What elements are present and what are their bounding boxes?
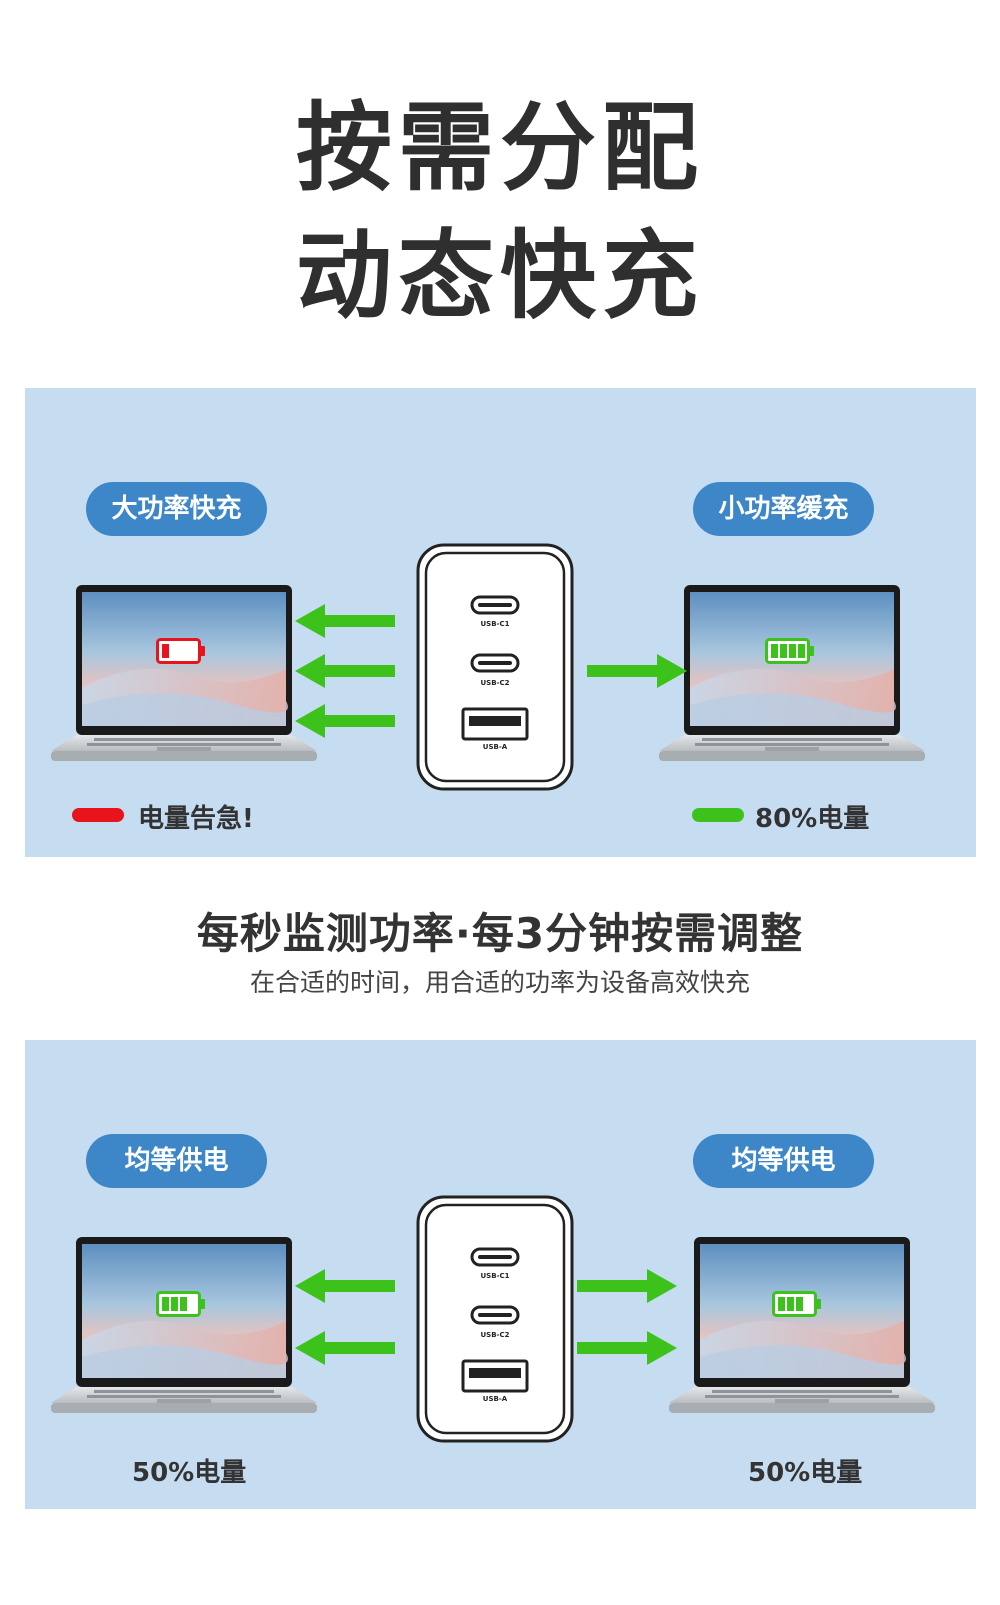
arrow-left-icon	[295, 654, 395, 688]
port-label-usb-c1: USB-C1	[480, 620, 510, 628]
arrow-left-icon	[295, 1331, 395, 1365]
status-text-50-left: 50%电量	[132, 1458, 247, 1488]
port-label-usb-c2: USB-C2	[480, 1331, 510, 1339]
arrow-right-icon	[587, 654, 687, 688]
battery-icon	[765, 638, 814, 664]
laptop-icon	[657, 583, 927, 783]
port-label-usb-c2: USB-C2	[480, 679, 510, 687]
laptop-icon	[49, 583, 319, 783]
port-label-usb-c1: USB-C1	[480, 1272, 510, 1280]
middle-subtitle: 在合适的时间，用合适的功率为设备高效快充	[249, 968, 750, 997]
status-indicator-ok	[692, 808, 744, 822]
arrow-left-icon	[295, 604, 395, 638]
headline-line-1: 按需分配	[296, 92, 704, 204]
badge-high-power: 大功率快充	[86, 482, 267, 536]
status-text-80: 80%电量	[755, 804, 870, 834]
status-text-low: 电量告急!	[138, 804, 254, 834]
battery-icon	[156, 1291, 205, 1317]
bottom-panel: 均等供电 均等供电 USB-C1 USB-C2 USB-A 50%电量 50%电…	[25, 1040, 976, 1509]
badge-equal-power-right: 均等供电	[693, 1134, 874, 1188]
badge-equal-power-left: 均等供电	[86, 1134, 267, 1188]
laptop-icon	[667, 1235, 937, 1435]
badge-low-power: 小功率缓充	[693, 482, 874, 536]
arrow-left-icon	[295, 704, 395, 738]
status-indicator-low	[72, 808, 124, 822]
port-label-usb-a: USB-A	[482, 743, 508, 751]
charger-icon	[415, 542, 575, 792]
laptop-icon	[49, 1235, 319, 1435]
arrow-left-icon	[295, 1269, 395, 1303]
charger-icon	[415, 1194, 575, 1444]
battery-icon	[772, 1291, 821, 1317]
top-panel: 大功率快充 小功率缓充 USB-C1 USB-C2 USB-A 电量告急! 80…	[25, 388, 976, 857]
battery-icon	[156, 638, 205, 664]
port-label-usb-a: USB-A	[482, 1395, 508, 1403]
middle-title: 每秒监测功率·每3分钟按需调整	[196, 909, 804, 958]
headline-line-2: 动态快充	[296, 220, 704, 332]
arrow-right-icon	[577, 1269, 677, 1303]
status-text-50-right: 50%电量	[748, 1458, 863, 1488]
arrow-right-icon	[577, 1331, 677, 1365]
